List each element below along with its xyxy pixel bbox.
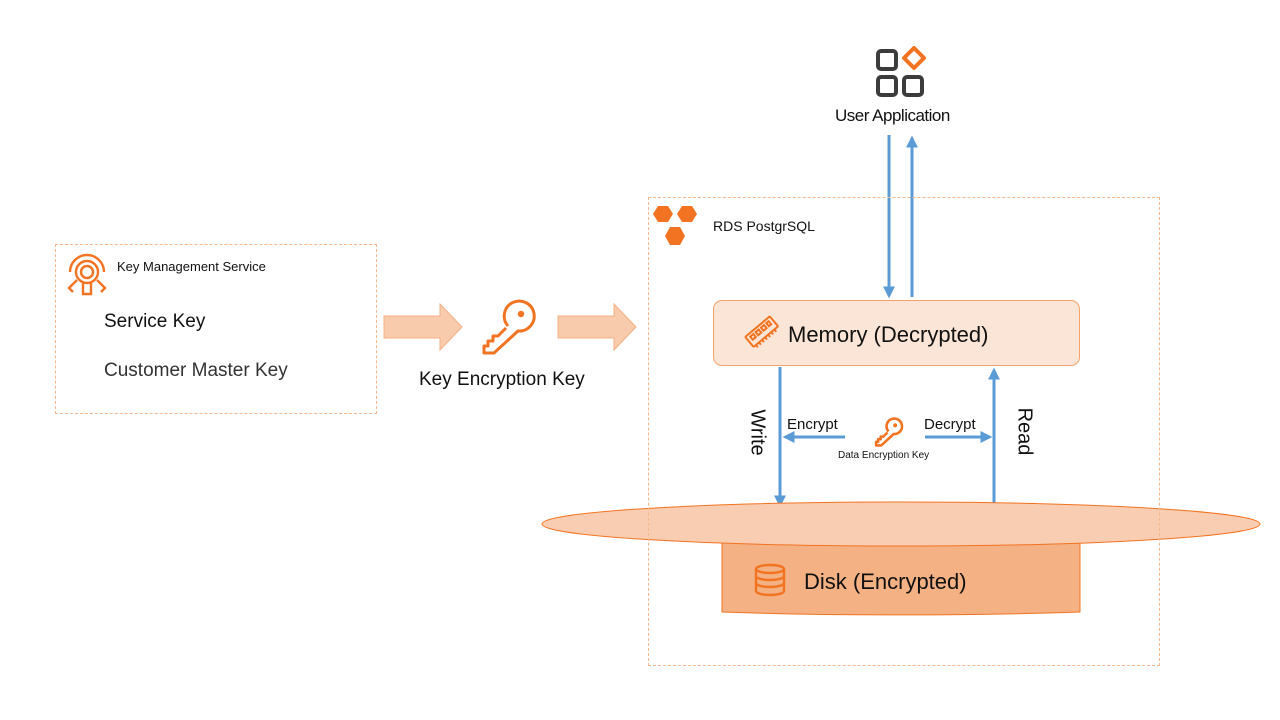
decrypt-label: Decrypt	[924, 416, 976, 433]
block-arrow-kek-to-rds	[557, 302, 637, 352]
rds-hexagons-icon	[653, 206, 697, 245]
apps-grid-icon	[876, 46, 926, 97]
kms-item-customer-master-key: Customer Master Key	[104, 360, 288, 381]
key-icon	[482, 299, 536, 355]
memory-box	[713, 300, 1080, 366]
memory-chip-icon	[744, 315, 779, 348]
rds-title: RDS PostgrSQL	[713, 218, 815, 234]
write-label: Write	[746, 409, 769, 456]
read-label: Read	[1013, 407, 1036, 456]
user-app-label: User Application	[835, 106, 950, 125]
memory-label: Memory (Decrypted)	[788, 322, 989, 347]
rds-panel	[648, 197, 1160, 666]
dek-label: Data Encryption Key	[838, 450, 930, 461]
block-arrow-kms-to-kek	[383, 302, 463, 352]
kms-panel	[55, 244, 377, 414]
dek-key-icon	[874, 417, 904, 447]
kms-item-service-key: Service Key	[104, 311, 206, 332]
kms-key-icon	[67, 253, 107, 296]
disk-label: Disk (Encrypted)	[804, 569, 967, 594]
kek-label: Key Encryption Key	[419, 369, 585, 390]
database-icon	[754, 563, 786, 597]
disk-cylinder	[541, 501, 1261, 616]
kms-title: Key Management Service	[117, 259, 266, 274]
encrypt-label: Encrypt	[787, 416, 838, 433]
